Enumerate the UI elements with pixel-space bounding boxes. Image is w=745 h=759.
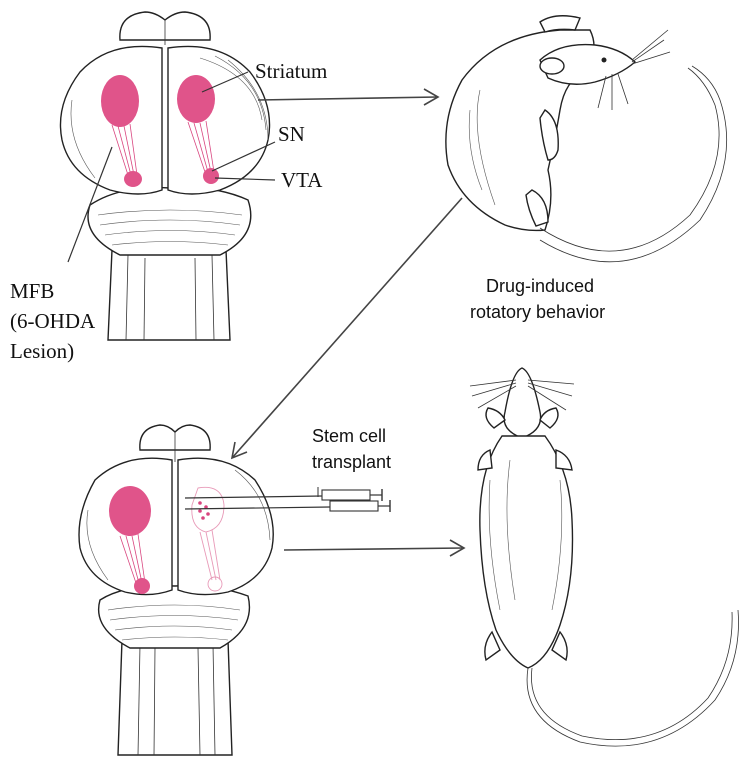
rotating-rat-illustration	[446, 16, 727, 262]
bottom-left-sn-region	[134, 578, 150, 594]
arrow-to-normal-rat	[284, 540, 464, 556]
mfb-label-line1: MFB	[10, 279, 54, 303]
right-striatum-region	[177, 75, 215, 123]
rotatory-label-line2: rotatory behavior	[470, 302, 605, 322]
rotatory-label-line1: Drug-induced	[486, 276, 594, 296]
mfb-label-line2: (6-OHDA	[10, 309, 96, 333]
arrow-to-rotating-rat	[258, 89, 438, 105]
right-sn-region	[203, 168, 219, 184]
transplant-label-line1: Stem cell	[312, 426, 386, 446]
normal-rat-illustration	[470, 368, 739, 746]
bottom-left-striatum-region	[109, 486, 151, 536]
sn-label: SN	[278, 122, 305, 146]
arrow-to-bottom-brain	[232, 198, 462, 458]
transplant-label-line2: transplant	[312, 452, 391, 472]
mfb-label-line3: Lesion)	[10, 339, 74, 363]
top-brain-illustration	[60, 12, 275, 340]
vta-label: VTA	[281, 168, 323, 192]
left-sn-region	[124, 171, 142, 187]
left-striatum-region	[101, 75, 139, 127]
striatum-label: Striatum	[255, 59, 327, 83]
bottom-brain-illustration	[79, 425, 390, 755]
